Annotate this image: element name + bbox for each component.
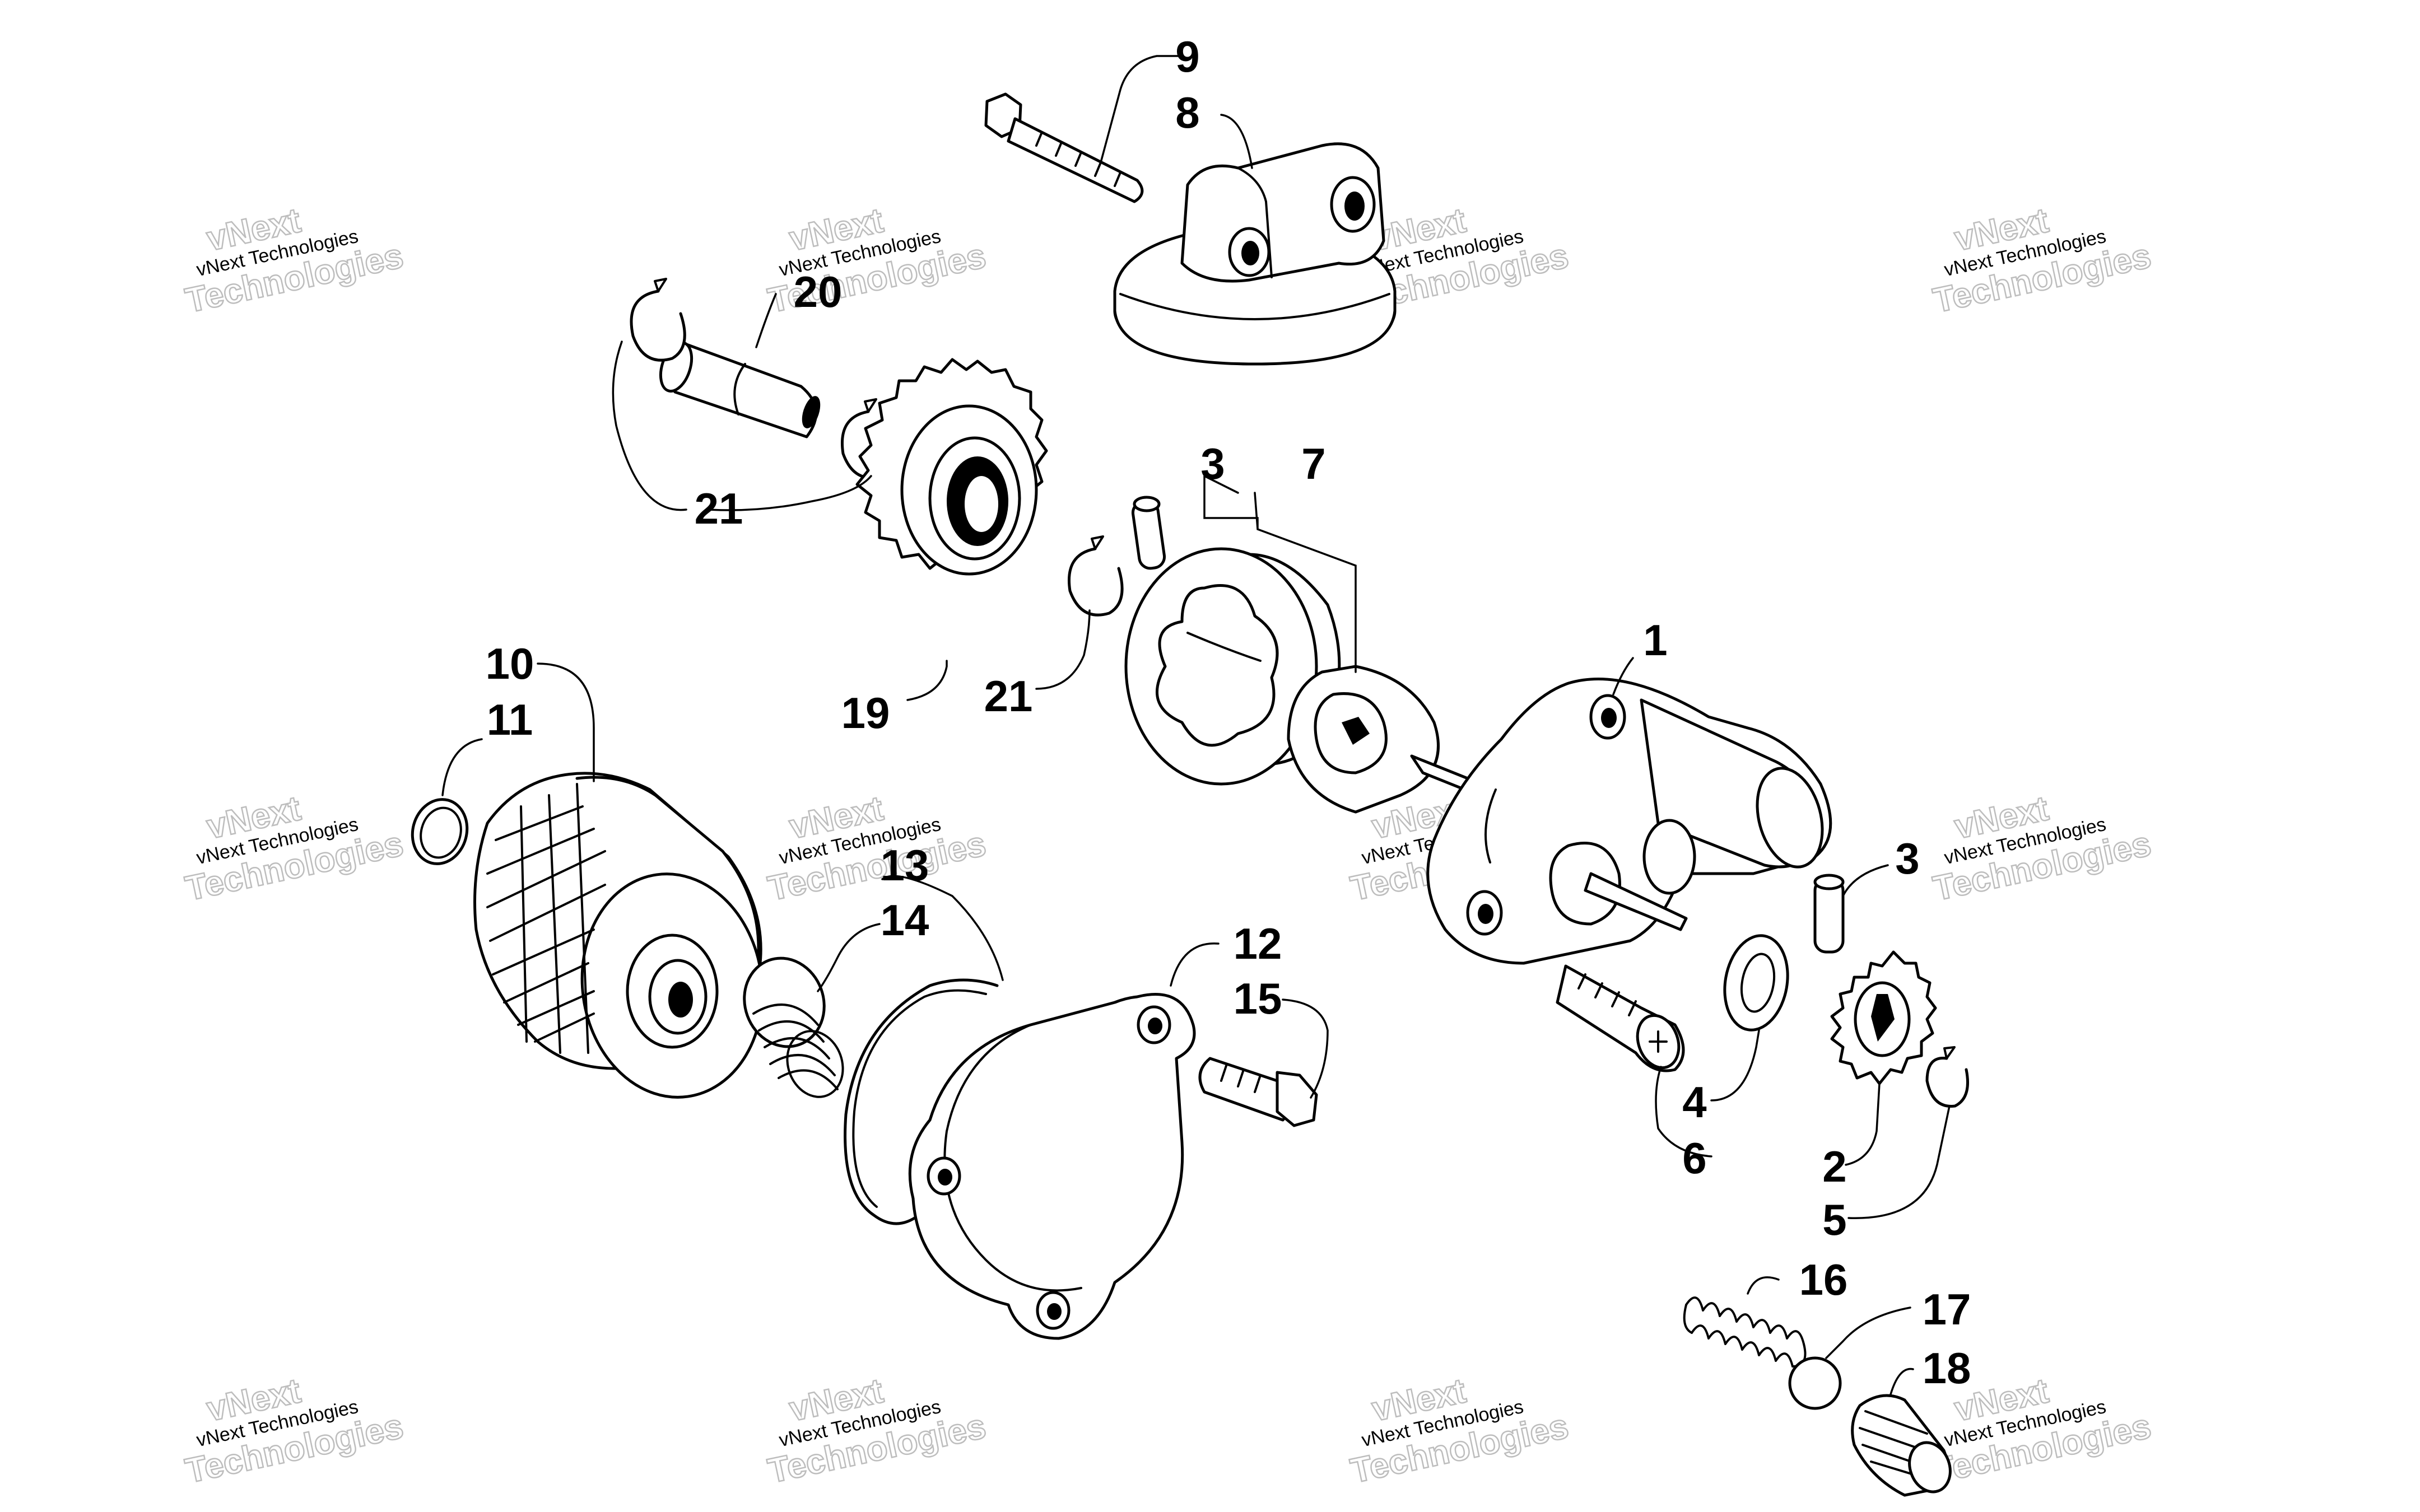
watermark: vNext vNext Technologies Technologies bbox=[1929, 1371, 2155, 1491]
spring-14 bbox=[743, 956, 844, 1098]
watermark: vNext vNext Technologies Technologies bbox=[182, 200, 407, 321]
rotor-set-7 bbox=[1124, 547, 1440, 814]
watermarks: vNext vNext Technologies Technologies vN… bbox=[182, 200, 2155, 1491]
dowel-pin-3-right bbox=[1813, 874, 1845, 954]
callout-2: 2 bbox=[1822, 1142, 1846, 1191]
watermark: vNext vNext Technologies Technologies bbox=[1929, 200, 2155, 321]
watermark: vNext vNext Technologies Technologies bbox=[764, 1371, 990, 1491]
callout-1: 1 bbox=[1643, 615, 1667, 665]
dowel-pin-3-top bbox=[1131, 496, 1166, 570]
callout-14: 14 bbox=[881, 895, 929, 945]
callout-4: 4 bbox=[1682, 1077, 1706, 1127]
callout-21-mid: 21 bbox=[984, 671, 1033, 721]
callout-8: 8 bbox=[1175, 88, 1199, 137]
callout-18: 18 bbox=[1923, 1343, 1971, 1393]
callout-16: 16 bbox=[1799, 1255, 1848, 1304]
clip-5 bbox=[1925, 1046, 1969, 1108]
callout-9: 9 bbox=[1175, 32, 1199, 81]
cap-8 bbox=[1113, 142, 1397, 366]
callout-20: 20 bbox=[794, 267, 843, 316]
callout-17: 17 bbox=[1923, 1285, 1971, 1334]
callout-10: 10 bbox=[486, 639, 534, 688]
watermark: vNext vNext Technologies Technologies bbox=[1347, 1371, 1572, 1491]
callout-5: 5 bbox=[1822, 1195, 1846, 1244]
watermark: vNext vNext Technologies Technologies bbox=[182, 1371, 407, 1491]
callout-6: 6 bbox=[1682, 1133, 1706, 1183]
gear-2 bbox=[1830, 950, 1937, 1085]
callout-numbers: 9 8 20 21 3 7 19 21 1 3 10 11 13 14 12 1… bbox=[486, 32, 1971, 1393]
spring-16 bbox=[1683, 1296, 1807, 1368]
o-ring-11 bbox=[411, 798, 469, 865]
screw-6 bbox=[1556, 964, 1685, 1072]
callout-7: 7 bbox=[1301, 439, 1325, 488]
callout-12: 12 bbox=[1234, 919, 1282, 968]
watermark: vNext vNext Technologies Technologies bbox=[764, 788, 990, 909]
callout-3-top: 3 bbox=[1200, 439, 1225, 488]
leader-lines bbox=[441, 55, 1951, 1396]
gasket-13 bbox=[844, 978, 999, 1225]
callout-15: 15 bbox=[1234, 974, 1282, 1023]
bolt-15 bbox=[1198, 1057, 1318, 1127]
callout-3-right: 3 bbox=[1895, 834, 1919, 883]
gear-19 bbox=[855, 358, 1048, 576]
filter-cover-12 bbox=[908, 993, 1196, 1340]
watermark: vNext vNext Technologies Technologies bbox=[764, 200, 990, 321]
callout-19: 19 bbox=[841, 688, 890, 738]
watermark: vNext vNext Technologies Technologies bbox=[1929, 788, 2155, 909]
callout-11: 11 bbox=[487, 695, 533, 744]
clip-21-left bbox=[630, 278, 686, 362]
callout-13: 13 bbox=[881, 841, 929, 890]
pump-body-1 bbox=[1410, 678, 1832, 965]
callout-21-top: 21 bbox=[695, 484, 743, 533]
ball-17 bbox=[1788, 1356, 1842, 1410]
washer-4 bbox=[1723, 934, 1789, 1032]
watermark: vNext vNext Technologies Technologies bbox=[182, 788, 407, 909]
oil-filter-10 bbox=[473, 772, 764, 1099]
bolt-9 bbox=[984, 92, 1144, 203]
plug-18 bbox=[1851, 1394, 1952, 1497]
clip-21-right bbox=[1068, 535, 1124, 617]
